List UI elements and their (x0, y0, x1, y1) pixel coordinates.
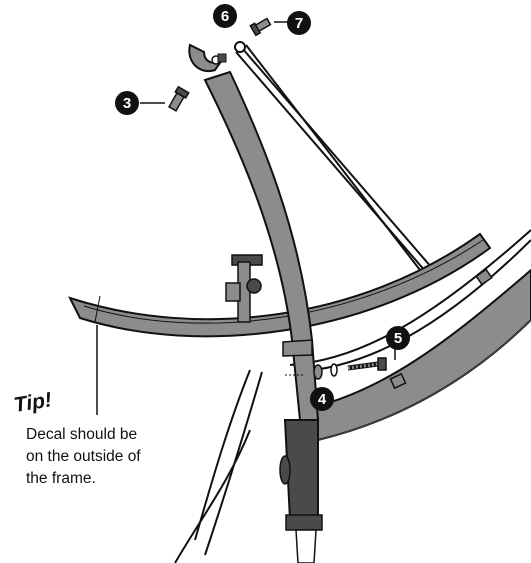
callout-3-label: 3 (123, 95, 131, 112)
tip-line-1: Decal should be (26, 426, 138, 443)
tip-line-2: on the outside of (26, 448, 141, 465)
callout-6-label: 6 (221, 8, 229, 25)
fender-hook (188, 43, 227, 73)
cable-clip (475, 268, 493, 286)
callout-3: 3 (115, 91, 139, 115)
callout-6: 6 (213, 4, 237, 28)
fender-bracket (225, 254, 263, 323)
bolt-7 (249, 17, 272, 37)
frame-tube (298, 268, 531, 442)
callout-4: 4 (310, 387, 334, 411)
tip-text: Decal should be on the outside of the fr… (26, 424, 196, 490)
tip-line-3: the frame. (26, 470, 96, 487)
bolt-3 (168, 85, 190, 112)
callout-5: 5 (386, 326, 410, 350)
callout-4-label: 4 (318, 391, 327, 408)
fender-stay (234, 41, 433, 273)
callout-7: 7 (287, 11, 311, 35)
callout-7-label: 7 (295, 15, 303, 32)
bolt-assembly-5 (313, 345, 396, 380)
rear-fender (68, 232, 492, 338)
fork-tube (203, 70, 323, 563)
callout-5-label: 5 (394, 330, 402, 347)
cable-clip-lower (389, 372, 407, 390)
